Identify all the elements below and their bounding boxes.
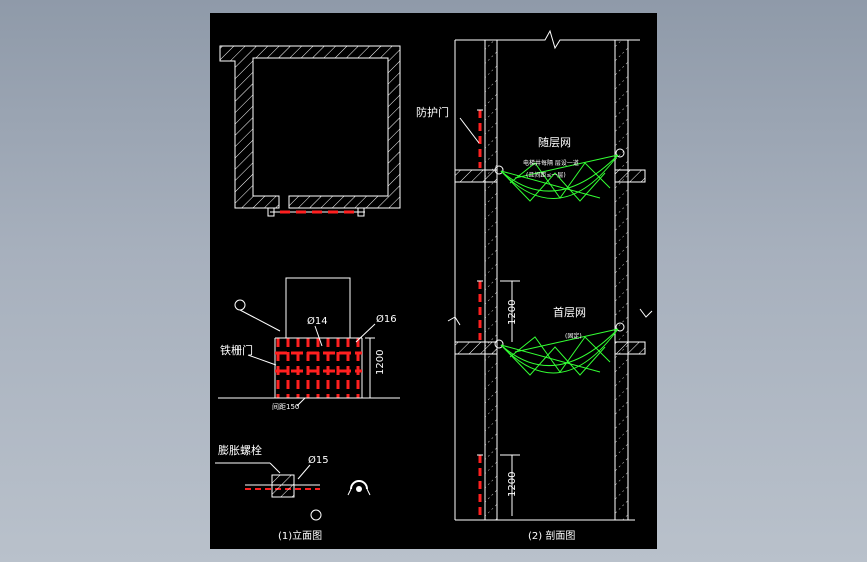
first-floor-note: (固定): [565, 332, 582, 340]
phi14-label: Ø14: [307, 315, 328, 327]
gate-height-dim: 1200: [375, 350, 386, 375]
dim-1200-upper: 1200: [507, 300, 518, 325]
net-note-line1: 电梯井每隔 层设一道: [523, 159, 579, 167]
left-caption: (1)立面图: [278, 529, 322, 542]
first-floor-net-label: 首层网: [553, 305, 586, 319]
bolt-label: 膨胀螺栓: [218, 443, 262, 457]
dim-1200-lower: 1200: [507, 472, 518, 497]
axis-marker-top: [234, 299, 246, 311]
spacing-note: 间距150: [272, 403, 299, 411]
axis-marker-bottom: [310, 509, 322, 521]
iron-gate-label: 铁栅门: [220, 343, 253, 357]
gate-elevation: [218, 277, 400, 407]
cad-viewport[interactable]: 铁栅门 Ø14 Ø16 1200 间距150 膨胀螺栓 Ø15 (1)立面图: [210, 13, 657, 549]
first-floor-net: [500, 328, 619, 376]
plan-view: [219, 45, 401, 217]
phi15-label: Ø15: [308, 454, 329, 466]
net-note-line2: (且间距≤一层): [526, 171, 566, 179]
net-every-floor-label: 随层网: [538, 135, 571, 149]
bolt-detail: [215, 462, 371, 521]
cad-drawing: 铁栅门 Ø14 Ø16 1200 间距150 膨胀螺栓 Ø15 (1)立面图: [215, 29, 653, 542]
section-view: [447, 29, 653, 521]
right-caption: (2) 剖面图: [528, 529, 575, 542]
guard-door-label: 防护门: [416, 105, 449, 119]
net-every-floor: [500, 154, 619, 202]
phi16-label: Ø16: [376, 313, 397, 325]
